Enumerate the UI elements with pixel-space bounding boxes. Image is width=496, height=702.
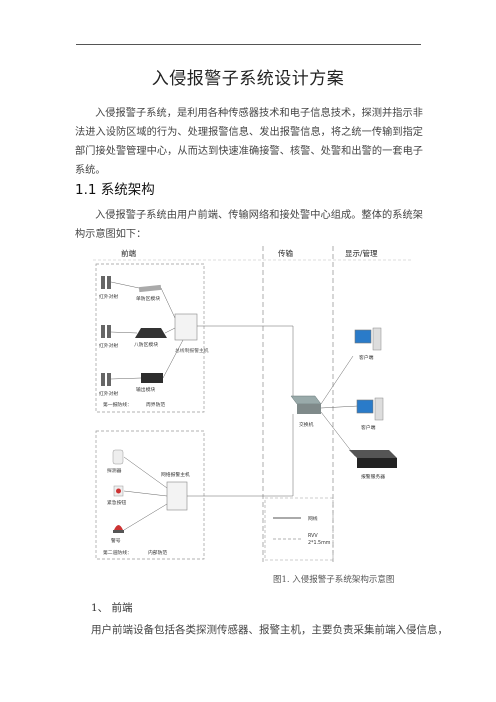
bus-alarm-host: 总线制报警主机 (174, 313, 209, 354)
svg-text:客户端: 客户端 (359, 354, 374, 361)
header-rule (76, 44, 421, 45)
loop1-label: 第一报防线： (103, 401, 132, 408)
svg-text:紧急按钮: 紧急按钮 (107, 499, 126, 506)
subsection-text: 用户前端设备包括各类探测传感器、报警主机，主要负责采集前端入侵信息， (91, 624, 448, 636)
svg-text:输出模块: 输出模块 (136, 386, 155, 393)
header-display: 显示/管理 (345, 248, 378, 258)
svg-text:红外对射: 红外对射 (99, 390, 118, 397)
section-heading: 1.1 系统架构 (75, 182, 155, 198)
svg-text:红外对射: 红外对射 (99, 293, 118, 300)
svg-text:客户端: 客户端 (361, 424, 376, 431)
figure-caption: 图1. 入侵报警子系统架构示意图 (273, 575, 395, 585)
network-alarm-host: 网络报警主机 (161, 471, 190, 511)
intro-paragraph: 入侵报警子系统，是利用各种传感器技术和电子信息技术，探测并指示非法进入设防区域的… (75, 104, 423, 180)
client-pc-2: 客户端 (356, 397, 384, 431)
ir-beam-2: 红外对射 (99, 325, 118, 349)
architecture-diagram: 前端 传输 显示/管理 红外对射 红外对射 红外对射 单防区模块 八防区模块 输… (93, 246, 413, 562)
svg-text:交换机: 交换机 (299, 421, 314, 428)
legend-network: 网线 (308, 515, 318, 522)
legend-rvv: RVV (308, 533, 318, 539)
svg-text:报警服务器: 报警服务器 (361, 473, 385, 480)
svg-text:探测器: 探测器 (107, 467, 122, 474)
legend-rvv-spec: 2*1.5mm (308, 540, 331, 546)
interior-group (95, 430, 205, 560)
siren: 警号 (111, 525, 124, 544)
svg-text:单防区模块: 单防区模块 (136, 295, 160, 302)
header-front: 前端 (121, 248, 136, 258)
relay-output-module: 输出模块 (136, 373, 163, 393)
ir-beam-1: 红外对射 (99, 276, 118, 300)
perimeter-group (95, 263, 205, 413)
client-pc-1: 客户端 (354, 327, 382, 361)
svg-text:红外对射: 红外对射 (99, 342, 118, 349)
document-title: 入侵报警子系统设计方案 (151, 69, 345, 89)
loop2-label: 第二道防线： (103, 549, 132, 556)
subsection-heading: 1、 前端 (91, 602, 133, 614)
single-zone-module: 单防区模块 (136, 284, 162, 302)
svg-text:网络报警主机: 网络报警主机 (161, 471, 190, 478)
loop2-label-b: 内部防范 (148, 549, 167, 556)
architecture-paragraph: 入侵报警子系统由用户前端、传输网络和接处警中心组成。整体的系统架构示意图如下： (75, 206, 423, 244)
ir-beam-3: 红外对射 (99, 373, 118, 397)
svg-text:总线制报警主机: 总线制报警主机 (175, 347, 209, 354)
architecture-text: 入侵报警子系统由用户前端、传输网络和接处警中心组成。整体的系统架构示意图如下： (75, 210, 423, 240)
legend-box (264, 497, 334, 561)
loop1-label-b: 周界防范 (146, 401, 165, 408)
eight-zone-module: 八防区模块 (134, 328, 167, 348)
network-switch: 交换机 (290, 395, 322, 428)
detector: 探测器 (107, 449, 124, 474)
alarm-server: 报警服务器 (349, 450, 397, 480)
emergency-button: 紧急按钮 (107, 485, 126, 506)
header-transport: 传输 (278, 248, 293, 258)
svg-text:警号: 警号 (111, 537, 121, 544)
intro-text: 入侵报警子系统，是利用各种传感器技术和电子信息技术，探测并指示非法进入设防区域的… (75, 108, 423, 176)
svg-text:八防区模块: 八防区模块 (134, 341, 158, 348)
